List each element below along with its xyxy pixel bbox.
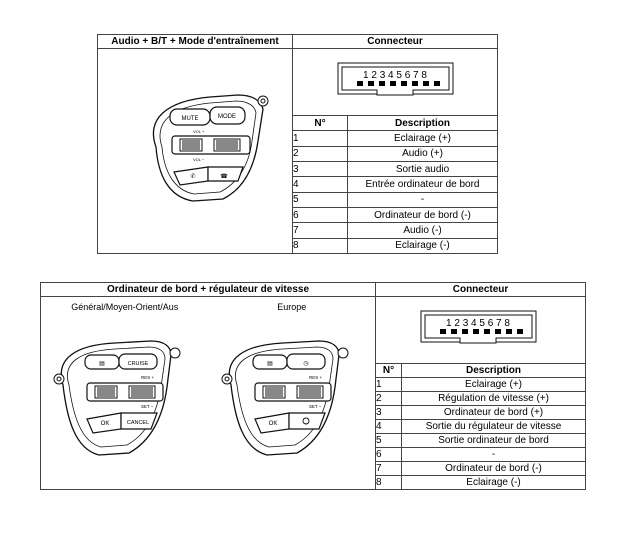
menu-icon: ▤ [99, 361, 105, 367]
switch-illustration-europe-cell: Europe ▤ ◷ RES + SET − [208, 296, 377, 490]
row-desc: Eclairage (+) [347, 130, 498, 147]
row-num: 1 [375, 377, 403, 392]
row-desc: Sortie du régulateur de vitesse [401, 419, 587, 434]
table2-col-num: N° [375, 363, 403, 378]
mute-label: MUTE [182, 116, 199, 122]
steering-switch-general-illustration: ▤ CRUISE RES + SET − OK CANCEL [53, 340, 181, 456]
row-num: 3 [292, 160, 348, 178]
row-num: 2 [292, 145, 348, 162]
row-desc: Sortie ordinateur de bord [401, 433, 587, 448]
row-num: 6 [375, 447, 403, 462]
ok-label: OK [101, 421, 110, 427]
row-num: 7 [292, 222, 348, 239]
row-desc: - [401, 447, 587, 462]
row-num: 7 [375, 461, 403, 476]
phone-icon: ✆ [190, 173, 195, 180]
row-desc: Sortie audio [347, 160, 498, 178]
subtitle-general: Général/Moyen-Orient/Aus [71, 302, 179, 312]
row-desc: Eclairage (-) [347, 237, 498, 255]
mode-label: MODE [218, 114, 236, 120]
res-label: RES + [309, 375, 323, 380]
connector-diagram: 1 2 3 4 5 6 7 8 [337, 62, 454, 96]
set-label: SET − [141, 404, 154, 409]
menu-icon: ▤ [267, 361, 273, 367]
row-num: 6 [292, 206, 348, 224]
hangup-icon: ☎ [220, 173, 228, 180]
connector-cell: 1 2 3 4 5 6 7 8 [292, 48, 498, 116]
connector-diagram: 1 2 3 4 5 6 7 8 [420, 310, 537, 344]
row-num: 3 [375, 405, 403, 420]
switch-illustration-general-cell: Général/Moyen-Orient/Aus ▤ CRUISE RES + [40, 296, 209, 490]
row-num: 4 [375, 419, 403, 434]
row-desc: Ordinateur de bord (-) [401, 461, 587, 476]
cruise-label: CRUISE [128, 361, 149, 367]
table1-header-right: Connecteur [292, 34, 498, 49]
table1-col-desc: Description [347, 114, 498, 132]
row-num: 1 [292, 130, 348, 147]
table2-header-right: Connecteur [375, 282, 587, 297]
subtitle-europe: Europe [277, 302, 307, 312]
row-desc: Entrée ordinateur de bord [347, 176, 498, 193]
steering-switch-europe-illustration: ▤ ◷ RES + SET − OK [221, 340, 348, 456]
table1-col-num: N° [292, 114, 348, 132]
row-num: 8 [292, 237, 348, 255]
speed-limiter-icon: ◷ [303, 361, 308, 367]
cancel-label: CANCEL [127, 420, 149, 426]
connector-pins-label: 1 2 3 4 5 6 7 8 [446, 318, 510, 329]
row-desc: Ordinateur de bord (-) [347, 206, 498, 224]
vol-minus-label: VOL − [193, 157, 205, 162]
table-cruise: Ordinateur de bord + régulateur de vites… [39, 282, 587, 490]
table-audio: Audio + B/T + Mode d'entraînement Connec… [97, 34, 498, 255]
ok-label: OK [268, 421, 277, 427]
row-desc: Audio (-) [347, 222, 498, 239]
row-desc: Eclairage (-) [401, 475, 587, 490]
set-label: SET − [309, 404, 322, 409]
row-num: 4 [292, 176, 348, 193]
power-icon [302, 417, 309, 425]
row-num: 2 [375, 391, 403, 406]
connector-cell: 1 2 3 4 5 6 7 8 [375, 296, 587, 364]
row-desc: Eclairage (+) [401, 377, 587, 392]
table-row: 5- [98, 191, 498, 208]
row-desc: - [347, 191, 498, 208]
vol-plus-label: VOL + [193, 129, 205, 134]
row-num: 5 [375, 433, 403, 448]
steering-switch-audio-illustration: MUTE MODE VOL + VOL − ✆ ☎ [152, 94, 269, 202]
row-desc: Ordinateur de bord (+) [401, 405, 587, 420]
table2-header-left: Ordinateur de bord + régulateur de vites… [39, 282, 377, 297]
row-desc: Régulation de vitesse (+) [401, 391, 587, 406]
table2-col-desc: Description [401, 363, 587, 378]
connector-pins-label: 1 2 3 4 5 6 7 8 [363, 70, 427, 81]
row-num: 8 [375, 475, 403, 490]
res-label: RES + [141, 375, 155, 380]
row-num: 5 [292, 191, 348, 208]
table1-header-left: Audio + B/T + Mode d'entraînement [97, 34, 293, 49]
switch-illustration-cell: MUTE MODE VOL + VOL − ✆ ☎ [97, 48, 293, 254]
row-desc: Audio (+) [347, 145, 498, 162]
